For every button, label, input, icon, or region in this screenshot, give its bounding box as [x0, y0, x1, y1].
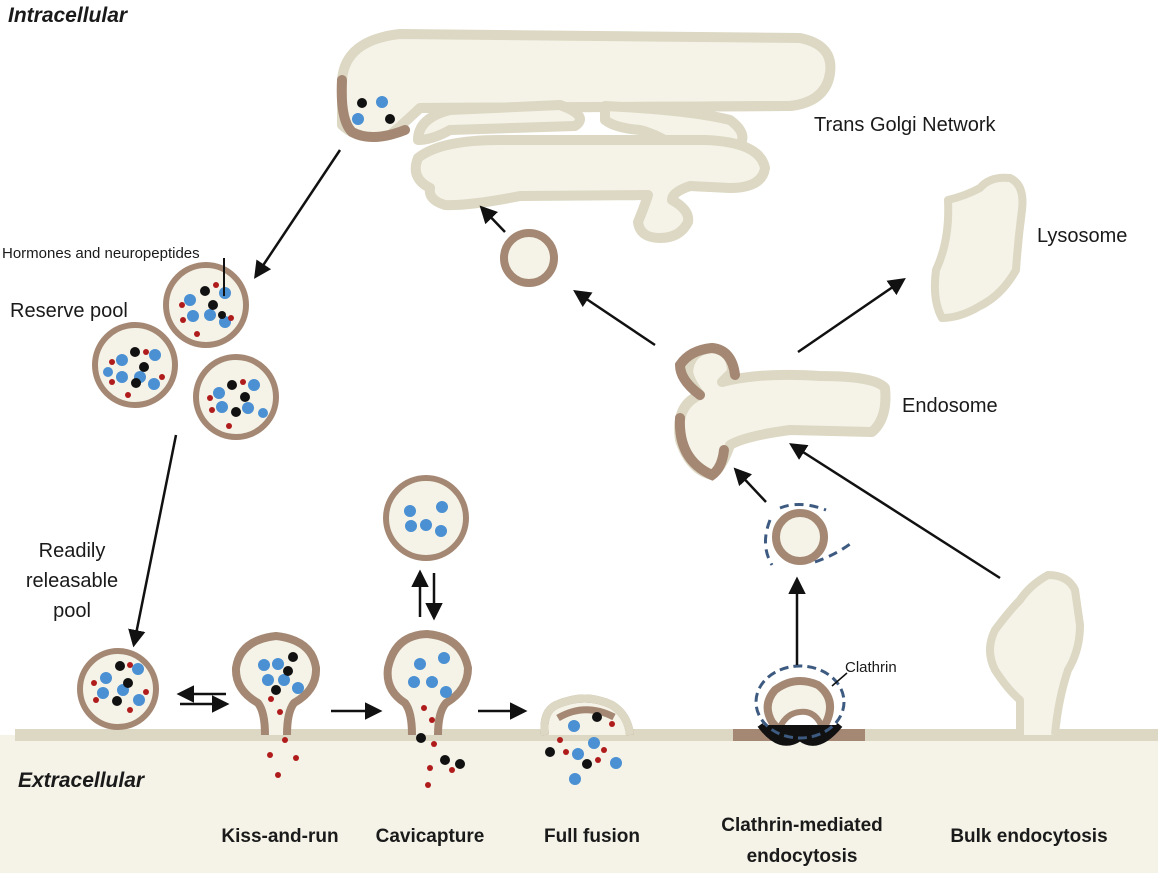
bulk-endocytosis-invagination [986, 571, 1084, 736]
intracellular-label: Intracellular [8, 4, 129, 27]
rrp-label-line-3: pool [53, 600, 91, 622]
arrow-endosome-to-lysosome [797, 278, 906, 354]
rrp-label-line-2: releasable [26, 570, 118, 592]
clathrin-coated-pit [754, 664, 846, 746]
bulk-endocytosis-label: Bulk endocytosis [950, 826, 1107, 847]
endosome [674, 342, 891, 481]
clathrin-label: Clathrin [845, 659, 897, 676]
clathrin-coat-fragment [764, 519, 774, 566]
reserve-pool-vesicle [92, 322, 178, 408]
readily-releasable-vesicle [77, 648, 159, 730]
endosome-label: Endosome [902, 395, 998, 417]
cavicapture-vesicle [383, 630, 472, 788]
arrow-tgn-to-reserve [254, 149, 342, 279]
reserve-pool-vesicle [163, 262, 249, 348]
full-fusion-label: Full fusion [544, 826, 640, 847]
arrow-reserve-to-rrp [128, 434, 178, 648]
clathrin-coat-fragment [779, 503, 827, 512]
clathrin-coat-fragment [814, 542, 851, 564]
reserve-pool-vesicle [193, 354, 279, 440]
cme-label-line-2: endocytosis [747, 846, 858, 867]
pathway-arrows [128, 149, 1001, 720]
arrow-bulk-to-endosome [789, 443, 1001, 580]
rrp-label-line-1: Readily [39, 540, 106, 562]
kiss-and-run-label: Kiss-and-run [221, 826, 338, 847]
cavicapture-label: Cavicapture [376, 826, 485, 847]
full-fusion-vesicle [540, 694, 634, 785]
clathrin-coated-vesicle [772, 509, 828, 565]
budding-vesicle-granules [352, 96, 395, 125]
lysosome [930, 173, 1027, 322]
arrow-vesicle-to-tgn [479, 205, 506, 233]
hormones-label: Hormones and neuropeptides [2, 245, 200, 262]
extracellular-label: Extracellular [18, 769, 146, 792]
arrow-endosome-to-vesicle [573, 290, 656, 347]
clathrin-label-pointer [831, 672, 848, 687]
recaptured-vesicle [383, 475, 469, 561]
arrow-vesicle-to-endosome [733, 467, 767, 503]
tgn-label: Trans Golgi Network [814, 114, 997, 136]
lysosome-label: Lysosome [1037, 225, 1127, 247]
retrograde-vesicle [500, 229, 558, 287]
trans-golgi-network [336, 29, 836, 243]
cme-label-line-1: Clathrin-mediated [721, 815, 883, 836]
kiss-and-run-vesicle [231, 632, 321, 778]
reserve-pool-label: Reserve pool [10, 300, 128, 322]
